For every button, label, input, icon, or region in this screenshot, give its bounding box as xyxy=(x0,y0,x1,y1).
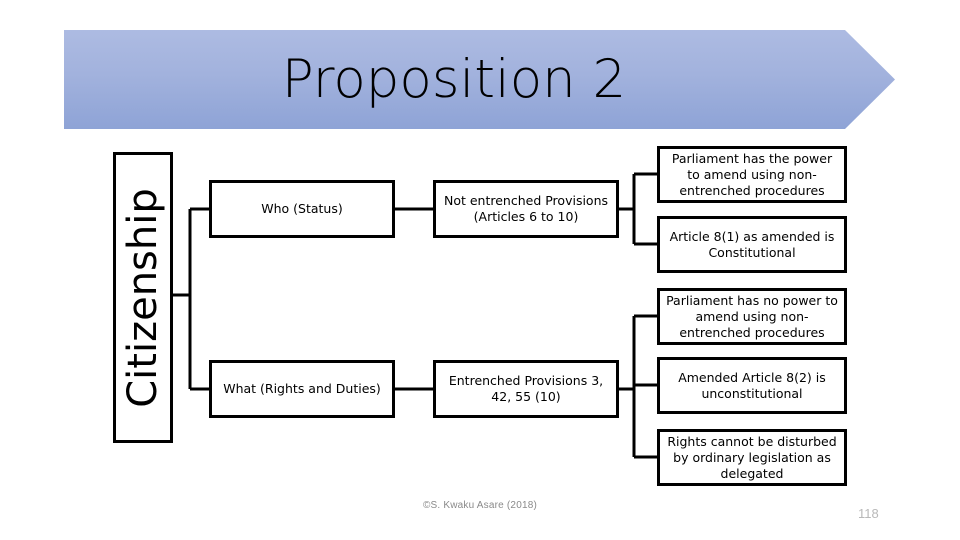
node-article-8-1-constitutional[interactable]: Article 8(1) as amended is Constitutiona… xyxy=(657,216,847,273)
node-entrenched-provisions[interactable]: Entrenched Provisions 3, 42, 55 (10) xyxy=(433,360,619,418)
node-citizenship-label: Citizenship xyxy=(120,187,166,408)
node-parliament-has-no-power-label: Parliament has no power to amend using n… xyxy=(666,292,838,340)
slide-number: 118 xyxy=(858,506,879,521)
node-not-entrenched-provisions[interactable]: Not entrenched Provisions (Articles 6 to… xyxy=(433,180,619,238)
node-what-rights-and-duties-label: What (Rights and Duties) xyxy=(223,381,381,396)
node-parliament-has-no-power[interactable]: Parliament has no power to amend using n… xyxy=(657,288,847,345)
node-who-status-label: Who (Status) xyxy=(261,201,343,216)
node-article-8-2-unconstitutional-label: Amended Article 8(2) is unconstitutional xyxy=(678,369,826,401)
node-not-entrenched-provisions-label: Not entrenched Provisions (Articles 6 to… xyxy=(443,193,609,224)
node-parliament-has-power-label: Parliament has the power to amend using … xyxy=(671,150,833,198)
node-what-rights-and-duties[interactable]: What (Rights and Duties) xyxy=(209,360,395,418)
node-rights-cannot-be-disturbed-label: Rights cannot be disturbed by ordinary l… xyxy=(667,433,837,481)
node-rights-cannot-be-disturbed[interactable]: Rights cannot be disturbed by ordinary l… xyxy=(657,429,847,486)
page-title: Proposition 2 xyxy=(281,49,627,110)
node-who-status[interactable]: Who (Status) xyxy=(209,180,395,238)
chevron-banner-shape xyxy=(64,30,895,129)
copyright-notice: ©S. Kwaku Asare (2018) xyxy=(422,500,538,511)
node-article-8-1-constitutional-label: Article 8(1) as amended is Constitutiona… xyxy=(669,228,835,260)
title-banner: Proposition 2 xyxy=(64,30,895,129)
node-parliament-has-power[interactable]: Parliament has the power to amend using … xyxy=(657,146,847,203)
node-article-8-2-unconstitutional[interactable]: Amended Article 8(2) is unconstitutional xyxy=(657,357,847,414)
node-entrenched-provisions-label: Entrenched Provisions 3, 42, 55 (10) xyxy=(448,373,604,404)
node-citizenship[interactable]: Citizenship xyxy=(113,152,173,443)
